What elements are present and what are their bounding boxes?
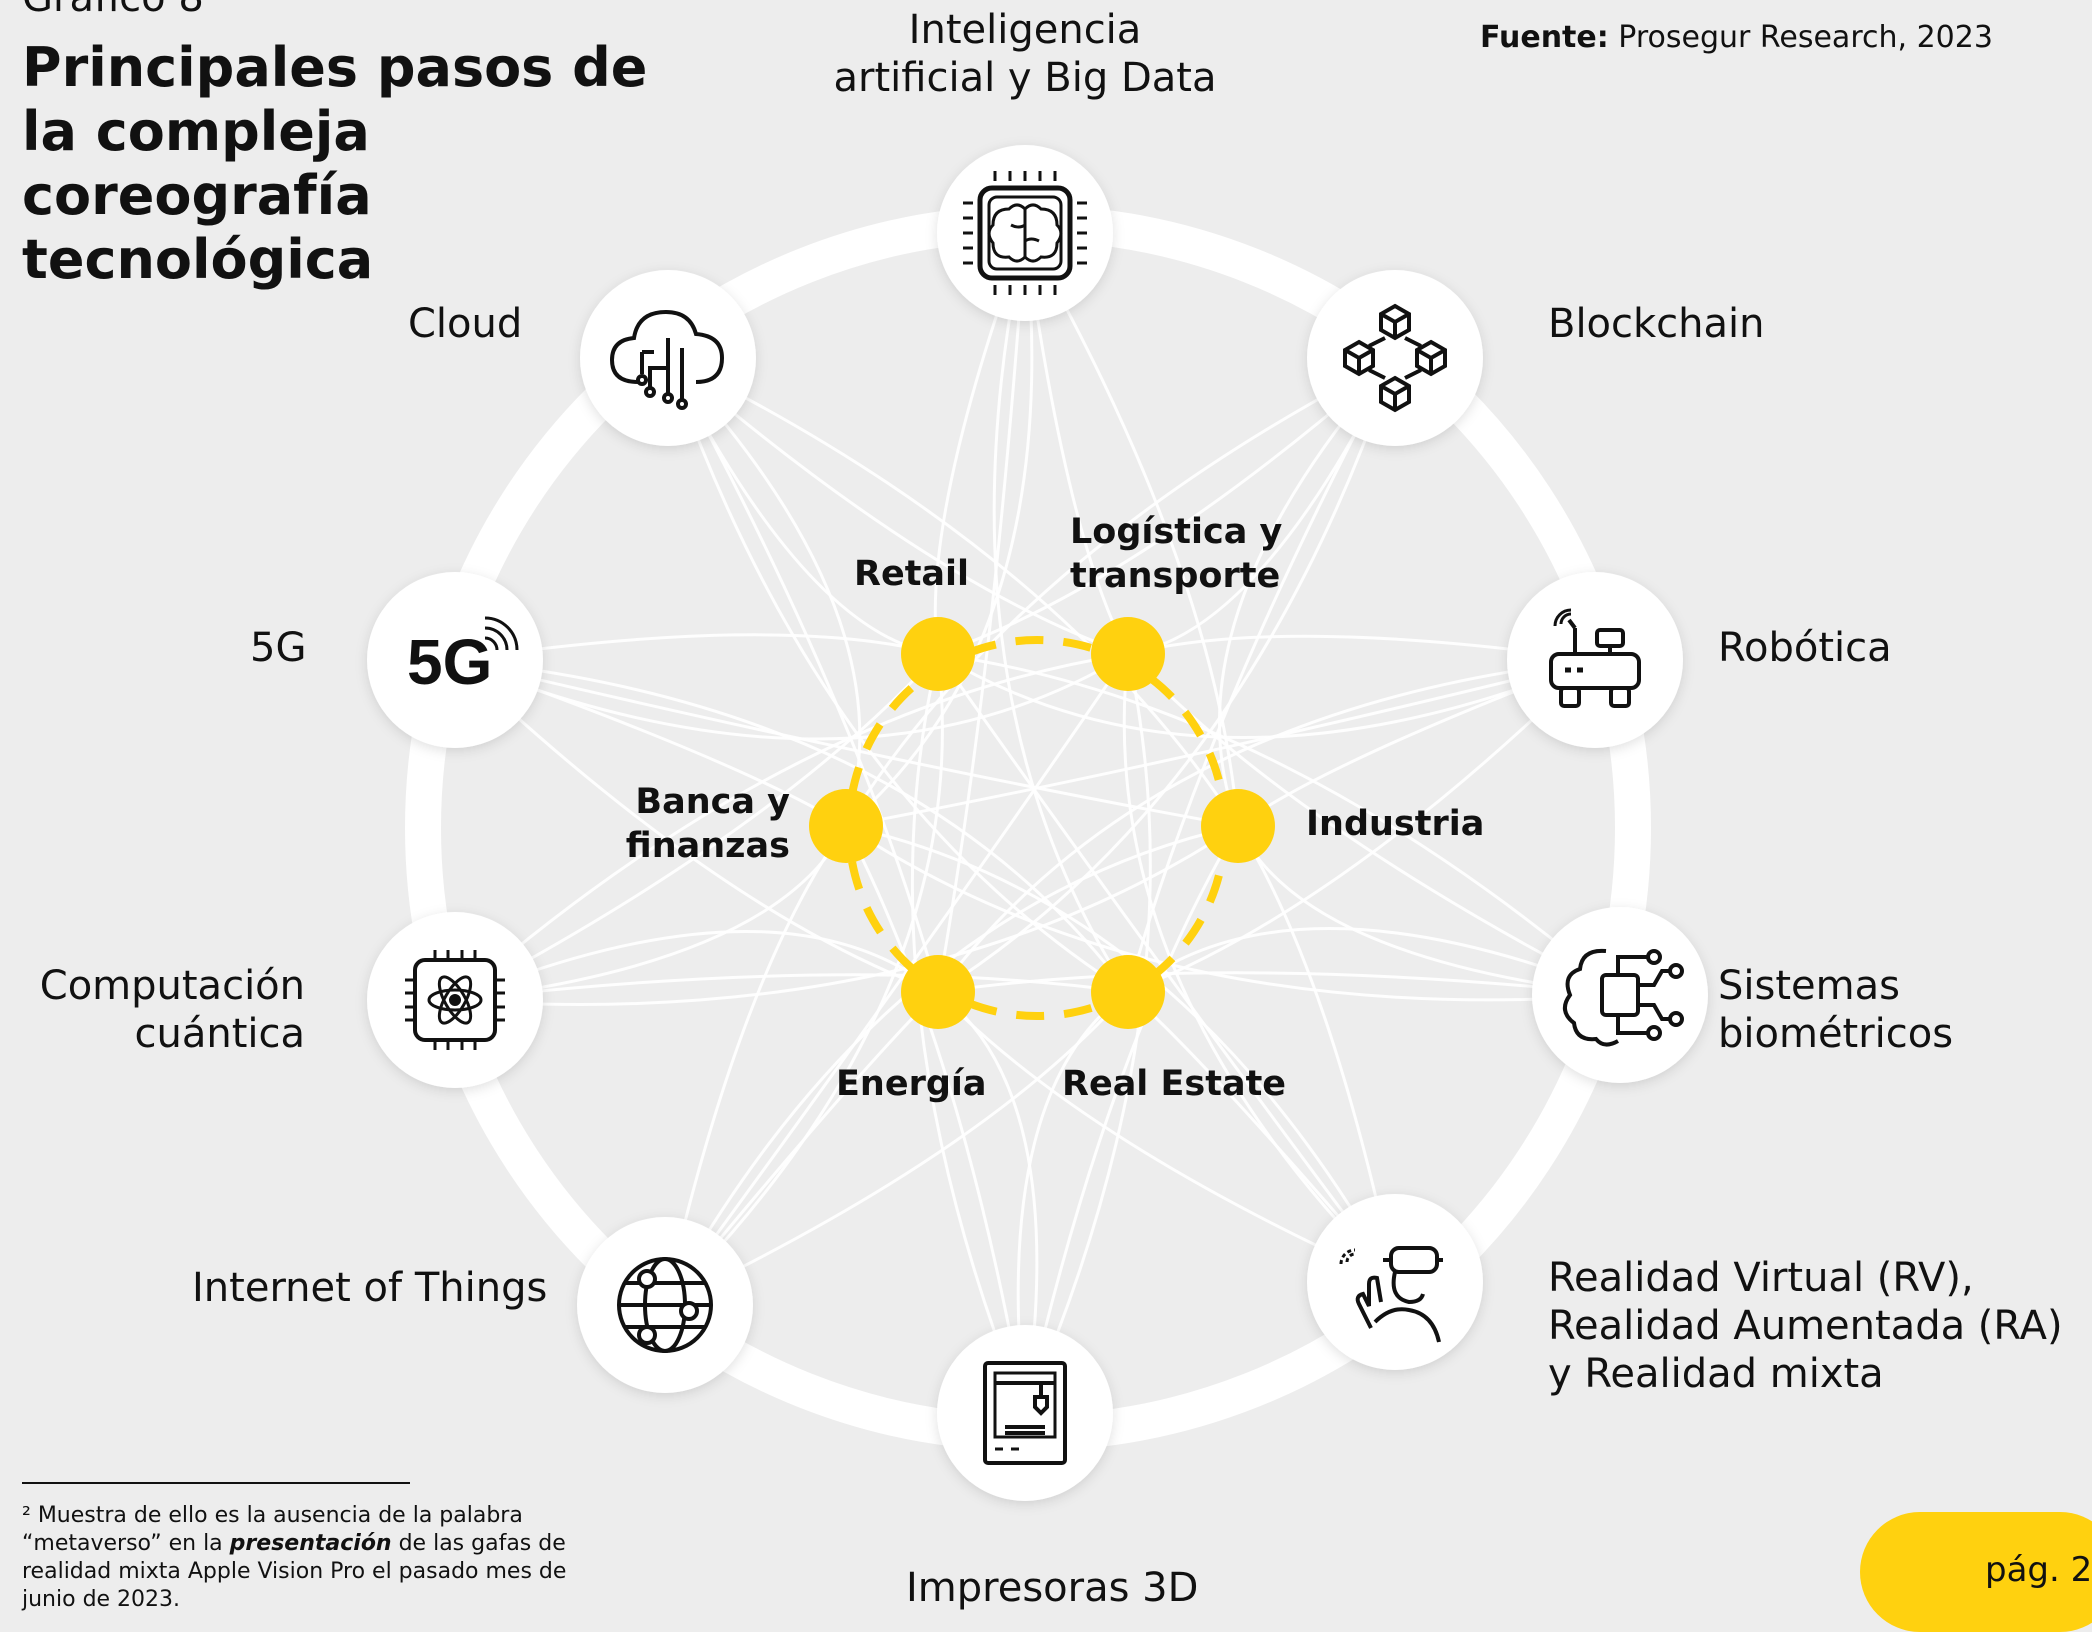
connection-line xyxy=(666,357,1129,994)
connection-line xyxy=(663,653,1130,1306)
footnote-marker: ² xyxy=(22,1503,31,1528)
connection-line xyxy=(666,357,940,993)
tech-label-biometricos: Sistemas biométricos xyxy=(1718,963,1954,1057)
node-5g: 5G xyxy=(367,572,543,748)
node-blockchain xyxy=(1307,270,1483,446)
atom-chip-icon xyxy=(405,950,505,1050)
node-rv xyxy=(1307,1194,1483,1370)
connection-line xyxy=(454,652,940,1002)
connection-line xyxy=(454,652,1129,1002)
robot-icon xyxy=(1549,608,1641,708)
sector-label-energia: Energía xyxy=(836,1064,987,1104)
svg-text:5G: 5G xyxy=(407,626,492,698)
sector-dot-logistica xyxy=(1091,617,1165,691)
connection-line xyxy=(937,652,1621,997)
3d-printer-icon xyxy=(983,1361,1067,1465)
tech-label-5g: 5G xyxy=(250,625,307,671)
source-text: Prosegur Research, 2023 xyxy=(1608,20,1993,55)
connection-line xyxy=(936,658,1596,993)
connection-line xyxy=(936,232,1027,993)
sector-dot-energia xyxy=(901,955,975,1029)
connection-line xyxy=(845,658,1596,828)
sector-label-realestate: Real Estate xyxy=(1062,1064,1287,1104)
connection-line xyxy=(936,990,1396,1284)
connection-line xyxy=(663,825,848,1306)
connection-line xyxy=(667,356,1240,827)
connection-line xyxy=(1127,658,1597,994)
connection-line xyxy=(1127,927,1621,997)
footnote: ² Muestra de ello es la ausencia de la p… xyxy=(22,1502,582,1614)
source-note: Fuente: Prosegur Research, 2023 xyxy=(1480,20,1993,55)
sector-dashed-ring xyxy=(845,636,1229,1020)
sector-label-industria: Industria xyxy=(1306,804,1485,844)
page-title: Principales pasos de la compleja coreogr… xyxy=(22,36,648,291)
tech-label-ia: Inteligencia artificial y Big Data xyxy=(833,7,1217,101)
connection-line xyxy=(845,824,1621,1002)
sector-dot-banca xyxy=(809,789,883,863)
page-number: pág. 25 xyxy=(1985,1550,2092,1590)
connection-line xyxy=(937,652,1596,740)
sector-label-banca: Banca y finanzas xyxy=(625,782,790,866)
connection-line xyxy=(1023,825,1240,1414)
5g-icon: 5G xyxy=(407,616,519,698)
biometric-brain-circuit-icon xyxy=(1562,948,1684,1047)
tech-label-cuantica: Computación cuántica xyxy=(39,963,305,1057)
connection-line xyxy=(454,973,1129,1002)
node-ia xyxy=(937,145,1113,321)
globe-network-icon xyxy=(617,1257,713,1353)
node-biometricos xyxy=(1532,907,1708,1083)
connection-line xyxy=(664,991,1130,1307)
connection-line xyxy=(844,356,1396,827)
source-label: Fuente: xyxy=(1480,20,1609,55)
tech-label-cloud: Cloud xyxy=(408,301,523,347)
sector-label-retail: Retail xyxy=(854,554,970,594)
footnote-text-after: de las gafas de realidad mixta Apple Vis… xyxy=(22,1531,567,1612)
tech-label-blockchain: Blockchain xyxy=(1548,301,1765,347)
blockchain-cubes-icon xyxy=(1343,303,1447,413)
sector-dot-industria xyxy=(1201,789,1275,863)
sector-dots xyxy=(809,617,1275,1029)
sector-dot-retail xyxy=(901,617,975,691)
connection-line xyxy=(1122,653,1397,1284)
node-cloud xyxy=(580,270,756,446)
connection-line xyxy=(937,971,1621,997)
tech-label-impresoras: Impresoras 3D xyxy=(906,1565,1199,1611)
connection-line xyxy=(845,232,1034,828)
tech-label-robotica: Robótica xyxy=(1718,625,1892,671)
connection-line xyxy=(937,356,1396,656)
node-robotica xyxy=(1507,572,1683,748)
footnote-text-before: Muestra de ello es la ausencia de la pal… xyxy=(22,1503,523,1556)
node-cuantica xyxy=(367,912,543,1088)
cloud-circuit-icon xyxy=(609,309,725,410)
sector-dot-realestate xyxy=(1091,955,1165,1029)
graphic-number-label: Gráfico 8 xyxy=(22,0,204,18)
connection-line xyxy=(454,824,1239,1006)
connection-line xyxy=(1217,357,1397,827)
connection-line xyxy=(1126,357,1397,993)
node-iot xyxy=(577,1217,753,1393)
footnote-emphasis: presentación xyxy=(229,1531,392,1556)
tech-label-rv: Realidad Virtual (RV), Realidad Aumentad… xyxy=(1548,1255,2063,1397)
brain-chip-icon xyxy=(963,171,1087,295)
connection-line xyxy=(936,653,1397,1283)
sector-label-logistica: Logística y transporte xyxy=(1070,512,1283,596)
connection-line xyxy=(667,356,1129,656)
tech-label-iot: Internet of Things xyxy=(192,1265,548,1311)
vr-headset-icon xyxy=(1339,1246,1443,1343)
connection-line xyxy=(910,653,1027,1414)
connection-line xyxy=(663,653,944,1307)
connection-line xyxy=(1126,652,1621,997)
node-impresoras xyxy=(937,1325,1113,1501)
connection-line xyxy=(844,825,1027,1414)
connection-line xyxy=(992,232,1130,993)
footnote-divider xyxy=(22,1482,410,1484)
connection-line xyxy=(454,658,1130,993)
connection-line xyxy=(453,658,939,994)
connection-line xyxy=(454,930,939,1002)
connection-line xyxy=(1023,232,1240,827)
